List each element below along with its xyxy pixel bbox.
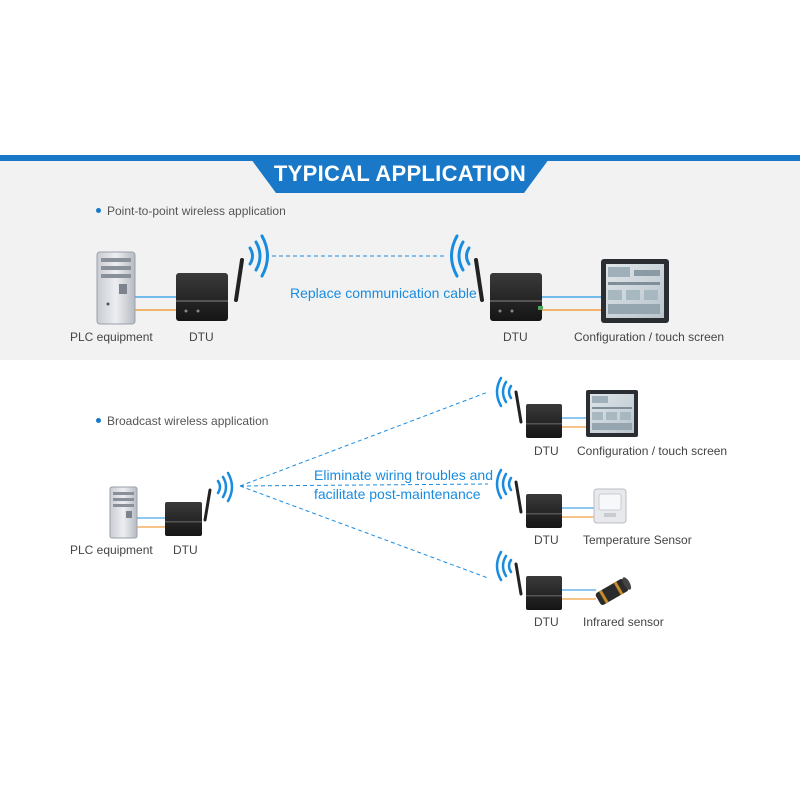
infrared-sensor-label: Infrared sensor <box>583 615 664 629</box>
touch-screen-icon <box>586 390 638 437</box>
infrared-sensor-icon <box>595 577 632 605</box>
dtu-device-icon <box>514 390 562 438</box>
dtu-label: DTU <box>534 444 559 458</box>
touch-screen-label: Configuration / touch screen <box>574 330 725 344</box>
broadcast-heading: Broadcast wireless application <box>96 414 268 428</box>
dtu-device-icon <box>176 258 244 321</box>
touch-screen-label: Configuration / touch screen <box>577 444 728 458</box>
replace-cable-caption: Replace communication cable <box>290 285 477 301</box>
broadcast-link-dashed <box>239 391 489 579</box>
dtu-label: DTU <box>503 330 528 344</box>
plc-equipment-icon <box>96 251 136 325</box>
temperature-sensor-label: Temperature Sensor <box>583 533 692 547</box>
page-title: TYPICAL APPLICATION <box>273 161 527 186</box>
point-to-point-heading: Point-to-point wireless application <box>96 204 286 218</box>
dtu-device-icon <box>514 562 562 610</box>
plc-equipment-icon <box>109 486 138 539</box>
dtu-device-icon <box>165 488 212 536</box>
wifi-signal-icon <box>495 550 513 582</box>
dtu-label: DTU <box>534 533 559 547</box>
bullet-dot-icon <box>96 208 101 214</box>
dtu-label: DTU <box>173 543 198 557</box>
wifi-signal-icon <box>495 468 513 500</box>
wifi-signal-icon <box>216 471 234 503</box>
wifi-signal-icon <box>495 376 513 408</box>
broadcast-caption-line2: facilitate post-maintenance <box>314 486 481 502</box>
dtu-label: DTU <box>534 615 559 629</box>
dtu-label: DTU <box>189 330 214 344</box>
bullet-dot-icon <box>96 418 101 424</box>
dtu-device-icon <box>514 480 562 528</box>
wifi-signal-icon <box>450 234 471 278</box>
plc-equipment-label: PLC equipment <box>70 543 153 557</box>
dtu-device-icon <box>474 258 543 321</box>
temperature-sensor-icon <box>593 488 627 524</box>
header-banner: TYPICAL APPLICATION <box>248 155 552 193</box>
broadcast-caption-line1: Eliminate wiring troubles and <box>314 467 493 483</box>
wifi-signal-icon <box>248 234 269 278</box>
touch-screen-icon <box>601 259 669 323</box>
plc-equipment-label: PLC equipment <box>70 330 153 344</box>
